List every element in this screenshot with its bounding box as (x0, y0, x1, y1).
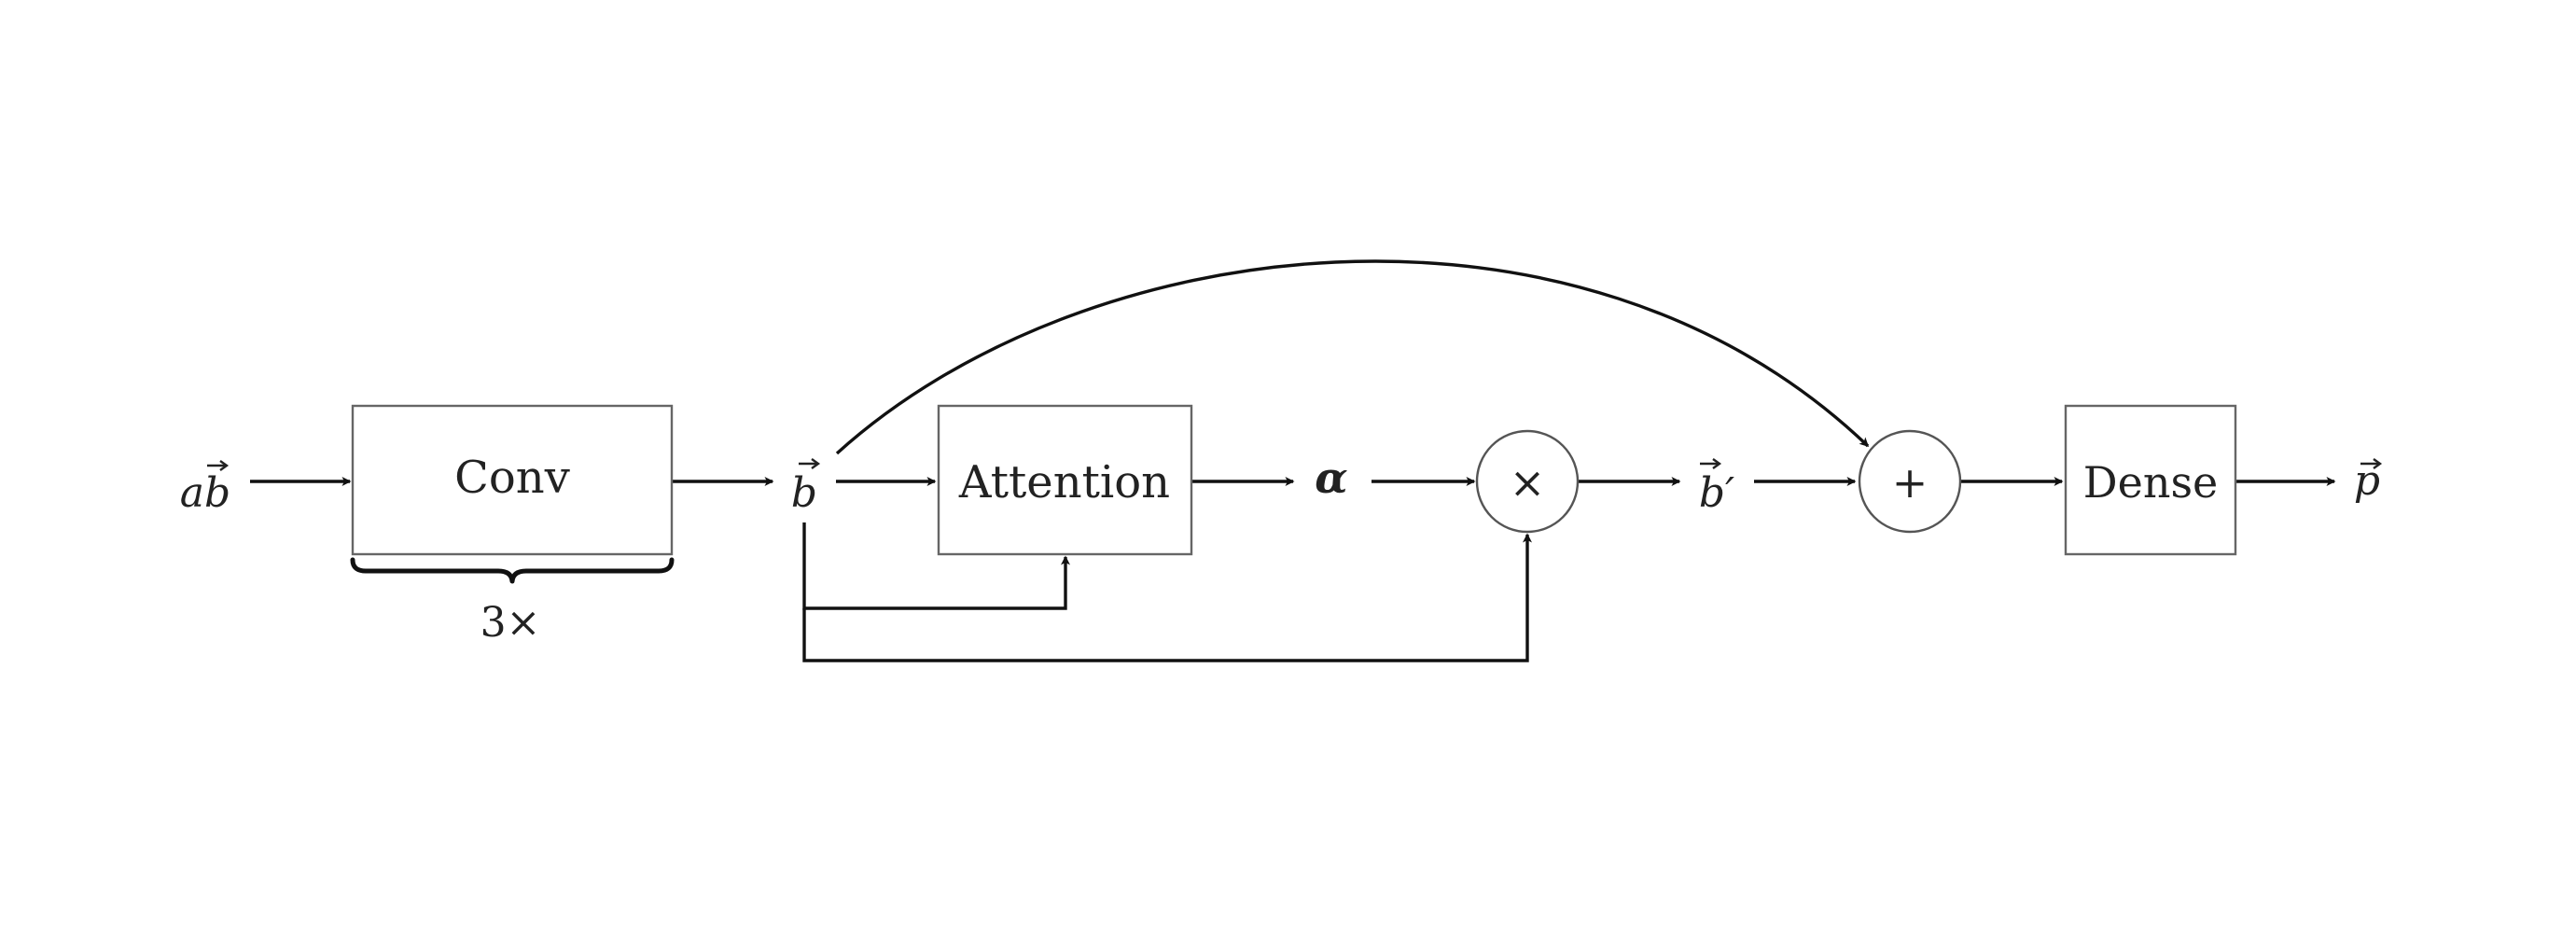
alpha-label: α (1315, 453, 1347, 503)
b-node: b (791, 458, 821, 517)
dense-block: Dense (2064, 404, 2237, 556)
edge-b-to-attention-skip (802, 522, 1070, 610)
edge-b-to-add-residual (835, 259, 1870, 455)
dense-label: Dense (2083, 457, 2219, 508)
output-node: p (2354, 457, 2383, 505)
b-label: b (791, 469, 817, 517)
repeat-label: 3× (480, 599, 541, 647)
vector-arrow-icon (799, 458, 821, 469)
vector-arrow-icon (207, 460, 230, 471)
edge-b-to-multiply-skip (802, 533, 1532, 662)
conv-block: Conv (351, 404, 674, 556)
multiply-symbol: × (1510, 457, 1546, 508)
output-label: p (2354, 457, 2380, 505)
b-prime-label: b′ (1699, 469, 1734, 517)
conv-label: Conv (454, 452, 570, 504)
add-symbol: + (1892, 457, 1929, 508)
input-label: ab (180, 469, 230, 517)
edges (250, 259, 2336, 662)
b-prime-node: b′ (1699, 458, 1734, 517)
vector-arrow-icon (1700, 458, 1722, 469)
input-node: ab (180, 460, 230, 517)
repeat-brace (350, 557, 675, 584)
attention-block: Attention (937, 404, 1193, 556)
attention-label: Attention (958, 456, 1170, 508)
multiply-node: × (1475, 429, 1580, 534)
vector-arrow-icon (2360, 458, 2383, 469)
add-node: + (1858, 429, 1962, 534)
